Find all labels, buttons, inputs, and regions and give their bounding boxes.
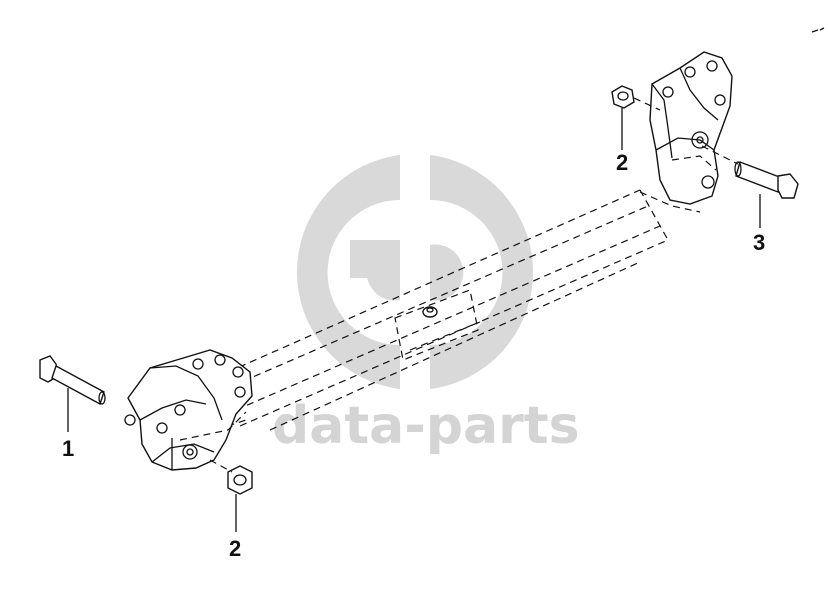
callout-label: 2 [616,150,628,175]
nut-bottom [209,459,253,495]
bolt-right [701,145,799,199]
right-bracket [639,51,733,213]
beam-center-nut [422,306,438,318]
nut-top [611,85,661,111]
watermark-logo [297,150,533,395]
callout-label: 3 [753,230,765,255]
callout-label: 2 [229,536,241,561]
callout-label: 1 [62,436,74,461]
bolt-left [39,355,106,406]
watermark-text: data-parts [272,396,580,456]
left-bracket [124,349,253,471]
corner-mark [811,27,825,33]
